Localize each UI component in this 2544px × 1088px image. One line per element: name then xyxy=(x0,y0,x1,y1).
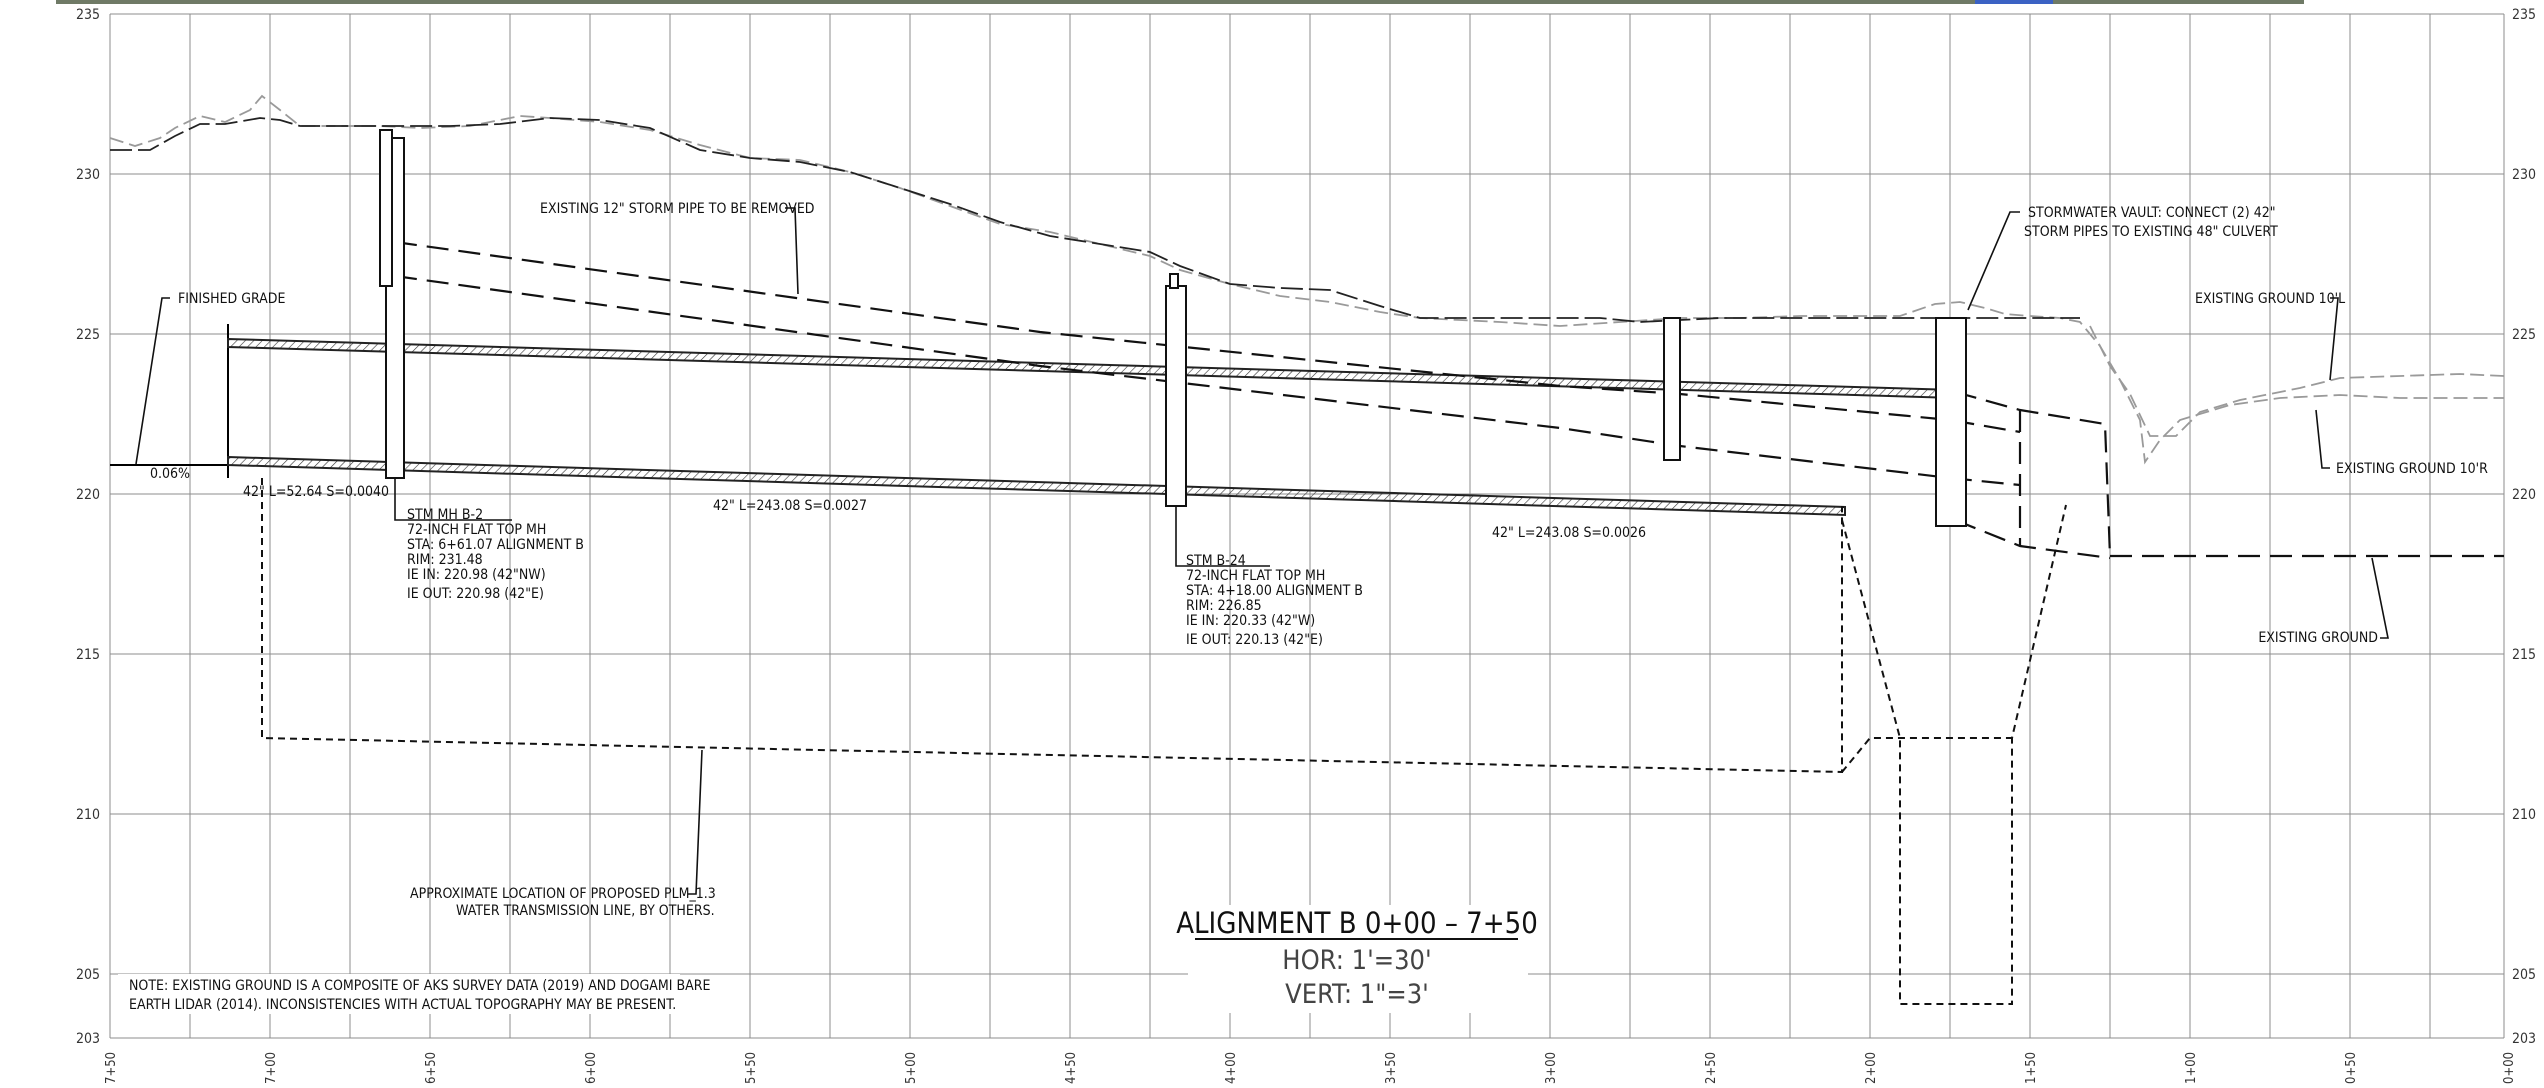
top-image-strip-accent xyxy=(1975,0,2053,4)
vault-outlet-upper xyxy=(1954,390,2112,557)
proposed-pipe-bottom-hatch xyxy=(227,455,1846,517)
elev-label-left-215: 215 xyxy=(76,647,100,663)
station-labels: 7+50 7+00 6+50 6+00 5+50 5+00 4+50 4+00 … xyxy=(104,1052,2517,1084)
station-label-6+50: 6+50 xyxy=(424,1052,439,1084)
note-line1: NOTE: EXISTING GROUND IS A COMPOSITE OF … xyxy=(129,978,710,994)
station-label-5+50: 5+50 xyxy=(744,1052,759,1084)
mh-b24-type: 72-INCH FLAT TOP MH xyxy=(1186,568,1325,584)
station-label-5+00: 5+00 xyxy=(904,1052,919,1084)
finished-grade-slope-label: 0.06% xyxy=(150,466,190,482)
existing-ground-10ft-left-line xyxy=(2089,325,2505,437)
vault-outlet-lower xyxy=(1954,518,2111,560)
mh-b24-ie-in: IE IN: 220.33 (42"W) xyxy=(1186,613,1315,629)
finished-grade-leader xyxy=(135,297,170,465)
mh-b2-rim: RIM: 231.48 xyxy=(407,552,483,568)
station-label-2+00: 2+00 xyxy=(1864,1052,1879,1084)
station-label-0+50: 0+50 xyxy=(2344,1052,2359,1084)
plm-callout-line1: APPROXIMATE LOCATION OF PROPOSED PLM_1.3 xyxy=(410,886,716,902)
vault-callout-line2: STORM PIPES TO EXISTING 48" CULVERT xyxy=(2024,224,2278,240)
mh-b2-label-block: STM MH B-2 72-INCH FLAT TOP MH STA: 6+61… xyxy=(394,478,584,602)
mh-b24-label-block: STM B-24 72-INCH FLAT TOP MH STA: 4+18.0… xyxy=(1175,506,1363,648)
station-label-4+00: 4+00 xyxy=(1224,1052,1239,1084)
mh-b2-sta: STA: 6+61.07 ALIGNMENT B xyxy=(407,537,584,553)
plm-callout-line2: WATER TRANSMISSION LINE, BY OTHERS. xyxy=(456,903,715,919)
elevation-labels-left: 235 230 225 220 215 210 205 203 xyxy=(76,7,100,1047)
station-label-7+00: 7+00 xyxy=(264,1052,279,1084)
elev-label-right-230: 230 xyxy=(2512,167,2536,183)
pipe-segment-1-label: 42" L=52.64 S=0.0040 xyxy=(243,484,389,500)
station-label-0+00: 0+00 xyxy=(2502,1052,2517,1084)
elevation-labels-right: 235 230 225 220 215 210 205 203 xyxy=(2512,7,2536,1047)
elev-label-right-205: 205 xyxy=(2512,967,2536,983)
finished-grade-callout: FINISHED GRADE xyxy=(178,291,285,307)
existing-ground-10ft-right-line xyxy=(109,94,2504,465)
station-label-3+00: 3+00 xyxy=(1544,1052,1559,1084)
water-trench-inner xyxy=(1841,737,2012,773)
mh-b24-rim: RIM: 226.85 xyxy=(1186,598,1262,614)
vault-callout-line1: STORMWATER VAULT: CONNECT (2) 42" xyxy=(2028,205,2276,221)
elev-label-right-203: 203 xyxy=(2512,1031,2536,1047)
elev-label-left-225: 225 xyxy=(76,327,100,343)
ground-10l-leader xyxy=(2329,297,2339,381)
mh-b24-sta: STA: 4+18.00 ALIGNMENT B xyxy=(1186,583,1363,599)
elev-label-right-220: 220 xyxy=(2512,487,2536,503)
station-label-1+50: 1+50 xyxy=(2024,1052,2039,1084)
water-trench-outline xyxy=(1841,504,2067,1005)
station-label-7+50: 7+50 xyxy=(104,1052,119,1084)
elev-label-left-220: 220 xyxy=(76,487,100,503)
existing-storm-leader xyxy=(785,207,799,295)
mh-b24-ie-out: IE OUT: 220.13 (42"E) xyxy=(1186,632,1323,648)
mh-b2-ie-in: IE IN: 220.98 (42"NW) xyxy=(407,567,546,583)
existing-storm-pipe-lower xyxy=(394,274,2021,487)
ground-10r-leader xyxy=(2315,409,2330,469)
note-line2: EARTH LIDAR (2014). INCONSISTENCIES WITH… xyxy=(129,997,676,1013)
elev-label-right-225: 225 xyxy=(2512,327,2536,343)
existing-cleanout xyxy=(1663,317,1681,461)
mh-b2-name: STM MH B-2 xyxy=(407,507,483,523)
existing-storm-callout: EXISTING 12" STORM PIPE TO BE REMOVED xyxy=(540,201,814,217)
elev-label-right-215: 215 xyxy=(2512,647,2536,663)
existing-storm-pipe-upper xyxy=(394,240,2021,434)
horizontal-scale: HOR: 1'=30' xyxy=(1282,945,1431,976)
elev-label-left-203: 203 xyxy=(76,1031,100,1047)
mh-b24-name: STM B-24 xyxy=(1186,553,1246,569)
station-label-4+50: 4+50 xyxy=(1064,1052,1079,1084)
existing-ground-leader xyxy=(2371,557,2389,639)
existing-ground-centerline xyxy=(110,117,2080,323)
elev-label-left-205: 205 xyxy=(76,967,100,983)
elev-label-left-235: 235 xyxy=(76,7,100,23)
title-box xyxy=(1188,905,1528,1013)
station-label-3+50: 3+50 xyxy=(1384,1052,1399,1084)
finished-grade-line xyxy=(110,324,229,478)
proposed-pipe-top-hatch xyxy=(227,337,1956,400)
pipe-segment-2-label: 42" L=243.08 S=0.0027 xyxy=(713,498,867,514)
pipe-segment-3-label: 42" L=243.08 S=0.0026 xyxy=(1492,525,1646,541)
vault-leader xyxy=(1967,211,2020,311)
manhole-mh-b2-top xyxy=(379,129,393,287)
stormwater-vault xyxy=(1935,317,1967,527)
station-label-2+50: 2+50 xyxy=(1704,1052,1719,1084)
elev-label-right-235: 235 xyxy=(2512,7,2536,23)
existing-ground-callout: EXISTING GROUND xyxy=(2258,630,2378,646)
note-box xyxy=(118,974,680,1014)
elev-label-left-230: 230 xyxy=(76,167,100,183)
elev-label-right-210: 210 xyxy=(2512,807,2536,823)
profile-title: ALIGNMENT B 0+00 – 7+50 xyxy=(1176,906,1538,940)
ground-10l-callout: EXISTING GROUND 10'L xyxy=(2195,291,2345,307)
station-label-1+00: 1+00 xyxy=(2184,1052,2199,1084)
vertical-scale: VERT: 1"=3' xyxy=(1285,979,1429,1010)
manhole-stm-b24-top xyxy=(1169,273,1179,289)
elev-label-left-210: 210 xyxy=(76,807,100,823)
top-image-strip xyxy=(56,0,2304,4)
mh-b2-ie-out: IE OUT: 220.98 (42"E) xyxy=(407,586,544,602)
grid xyxy=(109,13,2505,1039)
mh-b2-type: 72-INCH FLAT TOP MH xyxy=(407,522,546,538)
manhole-stm-b24 xyxy=(1165,285,1187,507)
plm-leader xyxy=(688,749,703,895)
station-label-6+00: 6+00 xyxy=(584,1052,599,1084)
ground-10r-callout: EXISTING GROUND 10'R xyxy=(2336,461,2488,477)
